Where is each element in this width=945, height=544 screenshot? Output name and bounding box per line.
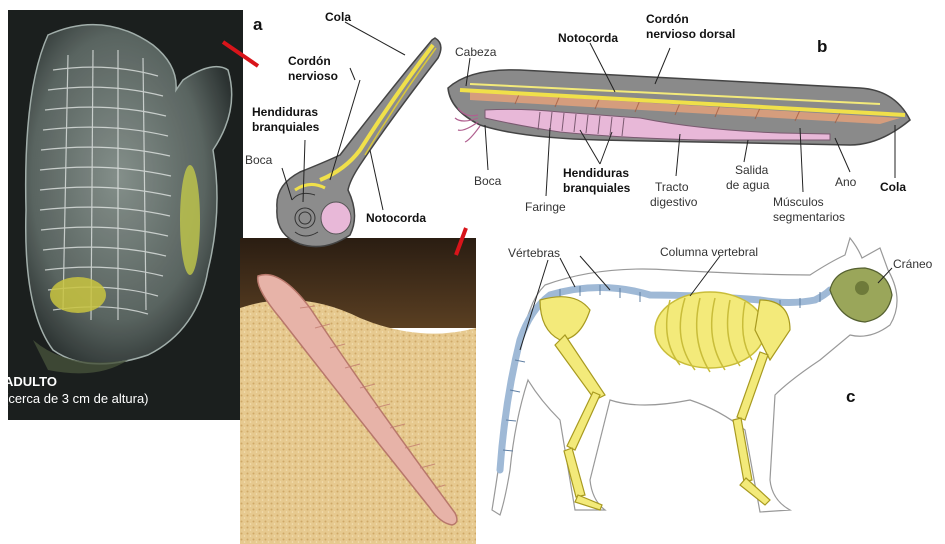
label-notocorda-a: Notocorda (366, 211, 426, 225)
label-tracto-b-line2: digestivo (650, 195, 698, 209)
panel-label-b: b (817, 37, 827, 56)
label-salida-b-line1: Salida (735, 163, 769, 177)
label-cabeza-b: Cabeza (455, 45, 497, 59)
label-musculos-b-line1: Músculos (773, 195, 824, 209)
label-cordon-b-line2: nervioso dorsal (646, 27, 735, 41)
label-hendiduras-b-line1: Hendiduras (563, 166, 629, 180)
label-columna-c: Columna vertebral (660, 245, 758, 259)
red-marker-middle (456, 228, 466, 255)
label-craneo-c: Cráneo (893, 257, 933, 271)
red-marker-top (223, 42, 258, 66)
label-hendiduras-a-line2: branquiales (252, 120, 320, 134)
label-boca-a: Boca (245, 153, 273, 167)
cat-skeleton-drawing (492, 238, 897, 515)
lancelet-drawing (448, 70, 910, 145)
label-hendiduras-b-line2: branquiales (563, 181, 631, 195)
label-vertebras-c: Vértebras (508, 246, 560, 260)
label-ano-b: Ano (835, 175, 857, 189)
label-faringe-b: Faringe (525, 200, 566, 214)
label-cordon-a-line1: Cordón (288, 54, 331, 68)
label-cola-a: Cola (325, 10, 351, 24)
label-boca-b: Boca (474, 174, 502, 188)
label-tracto-b-line1: Tracto (655, 180, 689, 194)
label-notocorda-b: Notocorda (558, 31, 618, 45)
label-salida-b-line2: de agua (726, 178, 770, 192)
label-cola-b: Cola (880, 180, 906, 194)
label-musculos-b-line2: segmentarios (773, 210, 845, 224)
label-hendiduras-a-line1: Hendiduras (252, 105, 318, 119)
panel-label-c: c (846, 387, 855, 406)
label-cordon-a-line2: nervioso (288, 69, 338, 83)
panel-label-a: a (253, 15, 263, 34)
label-cordon-b-line1: Cordón (646, 12, 689, 26)
